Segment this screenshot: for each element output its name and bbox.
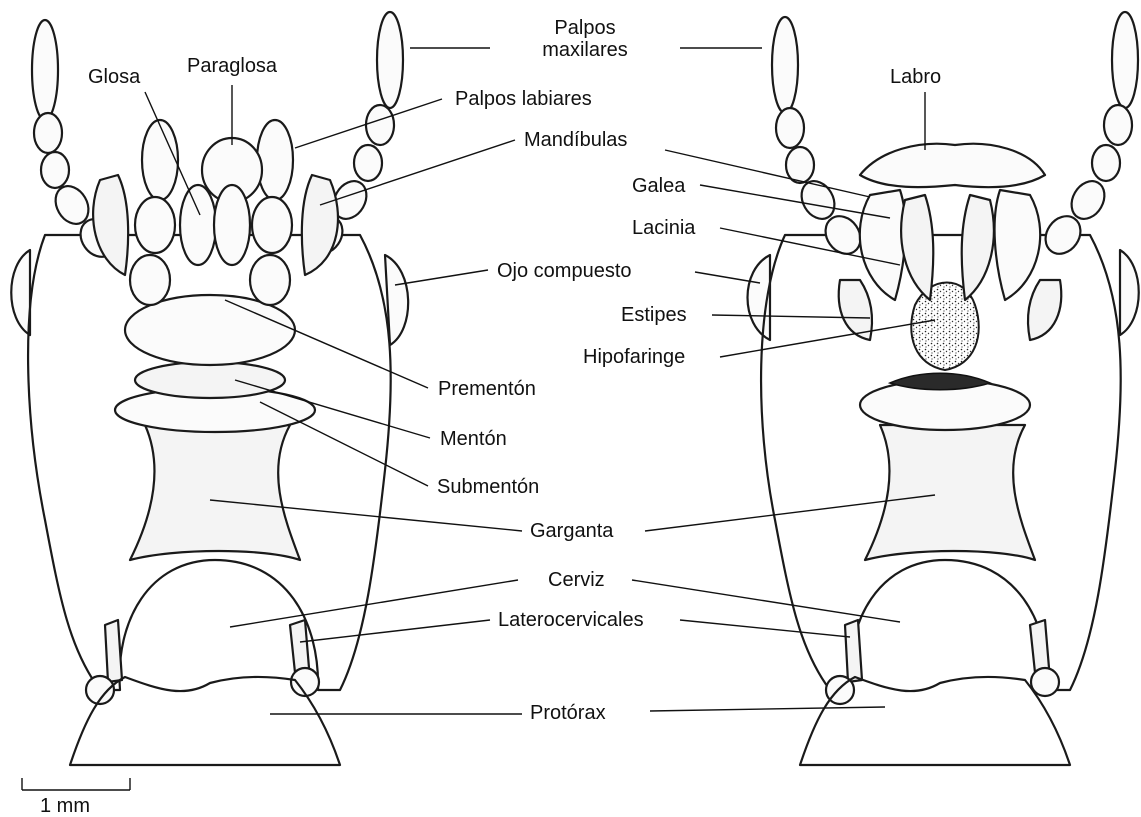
left-mandible-r bbox=[302, 175, 338, 275]
label-palpos-labiares: Palpos labiares bbox=[455, 88, 592, 110]
leader-laterocervicales-right bbox=[680, 620, 850, 637]
scale-bar-label: 1 mm bbox=[40, 795, 90, 817]
right-labrum bbox=[860, 144, 1045, 187]
left-head-drawing bbox=[11, 12, 408, 765]
leader-protorax-right bbox=[650, 707, 885, 711]
label-protorax: Protórax bbox=[530, 702, 606, 724]
label-ojo-compuesto: Ojo compuesto bbox=[497, 260, 632, 282]
leader-cerviz-left bbox=[230, 580, 518, 627]
left-mandible-l bbox=[93, 175, 128, 275]
right-labral-slit bbox=[890, 373, 990, 390]
label-labro: Labro bbox=[890, 66, 941, 88]
label-estipes: Estipes bbox=[621, 304, 687, 326]
left-mentum bbox=[135, 362, 285, 398]
right-head-drawing bbox=[748, 12, 1139, 765]
label-hipofaringe: Hipofaringe bbox=[583, 346, 685, 368]
right-lacinia-r bbox=[962, 195, 994, 300]
label-garganta: Garganta bbox=[530, 520, 613, 542]
label-galea: Galea bbox=[632, 175, 685, 197]
scale-bar bbox=[22, 778, 130, 790]
label-glosa: Glosa bbox=[88, 66, 140, 88]
left-gula bbox=[130, 425, 300, 560]
right-laterocervical-l bbox=[845, 620, 862, 682]
label-cerviz: Cerviz bbox=[548, 569, 605, 591]
left-compound-eye-left bbox=[11, 250, 30, 335]
leader-ojo-left bbox=[395, 270, 488, 285]
label-prementon: Prementón bbox=[438, 378, 536, 400]
label-mandibulas: Mandíbulas bbox=[524, 129, 627, 151]
leader-cerviz-right bbox=[632, 580, 900, 622]
left-laterocervical-l bbox=[105, 620, 122, 682]
leader-galea bbox=[700, 185, 890, 218]
leader-palpos-labiares bbox=[295, 99, 442, 148]
right-maxillary-palp-right bbox=[1038, 12, 1138, 261]
leader-hipofaringe bbox=[720, 320, 935, 357]
label-palpos-maxilares-line2: maxilares bbox=[530, 39, 640, 61]
label-laterocervicales: Laterocervicales bbox=[498, 609, 644, 631]
label-menton: Mentón bbox=[440, 428, 507, 450]
label-submenton: Submentón bbox=[437, 476, 539, 498]
right-maxillary-palp-left bbox=[772, 17, 868, 261]
right-galea-l bbox=[860, 190, 906, 300]
right-lacinia-l bbox=[901, 195, 933, 300]
label-paraglosa: Paraglosa bbox=[187, 55, 277, 77]
leader-laterocervicales-left bbox=[300, 620, 490, 642]
right-gula bbox=[865, 425, 1035, 560]
right-compound-eye-right bbox=[1120, 250, 1139, 335]
leader-submenton bbox=[260, 402, 428, 486]
left-glossa bbox=[180, 138, 262, 265]
leader-mandibulas-left bbox=[320, 140, 515, 205]
right-stipes-r bbox=[1028, 280, 1061, 340]
label-palpos-maxilares-line1: Palpos bbox=[530, 17, 640, 39]
label-palpos-maxilares: Palpos maxilares bbox=[530, 17, 640, 61]
right-galea-r bbox=[995, 190, 1041, 300]
leader-mandibulas-right bbox=[665, 150, 870, 197]
label-lacinia: Lacinia bbox=[632, 217, 695, 239]
